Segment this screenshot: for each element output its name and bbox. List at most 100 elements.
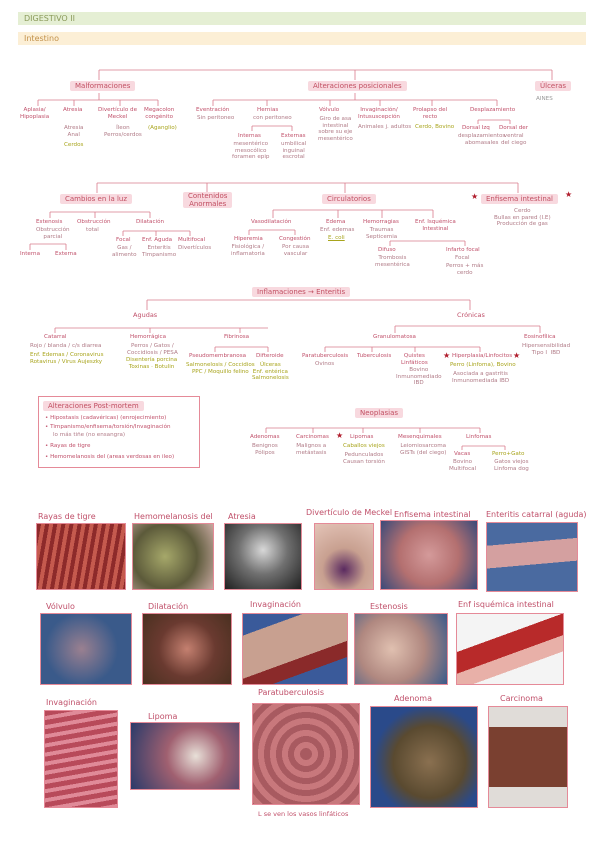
meckel-detail: Íleon Perros/cerdos bbox=[104, 125, 142, 138]
hemorragica-label: Hemorrágica bbox=[130, 334, 166, 341]
lipomas-label: Lipomas bbox=[350, 434, 373, 441]
eosinofilica-detail: Hipersensibilidad Tipo I IBD bbox=[522, 343, 570, 356]
photo-caption: Enteritis catarral (aguda) bbox=[486, 510, 586, 519]
photo-paratuberculosis bbox=[252, 703, 360, 805]
postmortem-item: • Hemomelanosis del (areas verdosas en i… bbox=[45, 454, 174, 461]
photo-dilatacion bbox=[142, 613, 232, 685]
infarto-detail: Focal bbox=[455, 255, 470, 262]
pseudomembranosa-label: Pseudomembranosa bbox=[189, 353, 246, 360]
enfisema-detail: Cerdo Bullas en pared (I.E) Producción d… bbox=[494, 208, 551, 228]
hiperemia-label: Hiperemia bbox=[234, 236, 263, 243]
star-icon: ★ bbox=[565, 190, 572, 199]
quistes-detail: Bovino Inmunomediado IBD bbox=[396, 367, 442, 387]
prolapso-label: Prolapso del recto bbox=[413, 107, 447, 120]
ulceras-cause: AINES bbox=[536, 96, 553, 103]
dilatacion-aguda: Enf. Aguda bbox=[142, 237, 172, 244]
category-enfisema: Enfisema intestinal bbox=[481, 194, 558, 204]
star-icon: ★ bbox=[471, 192, 478, 201]
meckel-label: Divertículo de Meckel bbox=[98, 107, 137, 120]
carcinomas-label: Carcinomas bbox=[296, 434, 329, 441]
photo-hemomelanosis bbox=[132, 523, 214, 590]
volvulo-detail: Giro de asa intestinal sobre su eje mese… bbox=[318, 116, 353, 142]
hiperplasia-species: Perro (Linfoma), Bovino bbox=[450, 362, 516, 369]
hiperemia-detail: Fisiológica / inflamatoria bbox=[231, 244, 265, 257]
infarto-species: Perros + más cerdo bbox=[446, 263, 483, 276]
carcinomas-detail: Malignos a metástasis bbox=[296, 443, 326, 456]
star-icon: ★ bbox=[513, 351, 520, 360]
estenosis-interna: Interna bbox=[20, 251, 40, 258]
photo-caption: Lipoma bbox=[148, 712, 177, 721]
dorsal-der-detail: ventral del ciego bbox=[501, 133, 526, 146]
lipomas-species: Caballos viejos bbox=[343, 443, 385, 450]
megacolon-label: Megacolon congénito bbox=[144, 107, 174, 120]
pseudomembranosa-causes: Salmonelosis / Coccidios PPC / Moquillo … bbox=[186, 362, 255, 375]
photo-volvulo bbox=[40, 613, 132, 685]
dilatacion-multifocal: Multifocal bbox=[178, 237, 205, 244]
mesenquimales-label: Mesenquimales bbox=[398, 434, 442, 441]
eosinofilica-label: Eosinofílica bbox=[524, 334, 556, 341]
intususcepcion-detail: Animales j. adultos bbox=[358, 124, 411, 131]
aguda-detail: Enteritis Timpanismo bbox=[142, 245, 176, 258]
hemorragias-detail: Traumas Septicemia bbox=[366, 227, 397, 240]
photo-caption: Invaginación bbox=[46, 698, 97, 707]
photo-caption: Enf isquémica intestinal bbox=[458, 600, 554, 609]
lipomas-detail: Pedunculados Causan torsión bbox=[343, 452, 385, 465]
postmortem-item: • Timpanismo/enfisema/torsión/Invaginaci… bbox=[45, 424, 171, 431]
hiperplasia-detail: Asociada a gastritis Inmunomediada IBD bbox=[452, 371, 509, 384]
star-icon: ★ bbox=[336, 431, 343, 440]
photo-enf-isquemica bbox=[456, 613, 564, 685]
eventracion-detail: Sin peritoneo bbox=[197, 115, 234, 122]
photo-caption: Rayas de tigre bbox=[38, 512, 96, 521]
catarral-causes: Enf. Edemas / Coronavirus Rotavirus / Vi… bbox=[30, 352, 103, 365]
hemorragica-detail: Perros / Gatos / Coccidiosis / PESA bbox=[127, 343, 178, 356]
catarral-detail: Rojo / blanda / c/s diarrea bbox=[30, 343, 101, 350]
photo-caption: Estenosis bbox=[370, 602, 408, 611]
difteroide-label: Difteroide bbox=[256, 353, 284, 360]
paratuberculosis-note: L se ven los vasos linfáticos bbox=[258, 810, 348, 818]
photo-carcinoma bbox=[488, 706, 568, 808]
photo-atresia bbox=[224, 523, 302, 590]
postmortem-item: • Rayas de tigre bbox=[45, 443, 90, 450]
photo-caption: Enfisema intestinal bbox=[394, 510, 471, 519]
category-inflamaciones: Inflamaciones → Enteritis bbox=[252, 287, 350, 297]
congestion-detail: Por causa vascular bbox=[282, 244, 309, 257]
hernias-internas: Internas bbox=[238, 133, 261, 140]
linfoma-vacas: Vacas bbox=[454, 451, 470, 458]
photo-adenoma bbox=[370, 706, 478, 808]
hernias-detail: con peritoneo bbox=[253, 115, 292, 122]
category-alteraciones-posicionales: Alteraciones posicionales bbox=[308, 81, 407, 91]
linfomas-label: Linfomas bbox=[466, 434, 491, 441]
granulomatosa-label: Granulomatosa bbox=[373, 334, 416, 341]
category-cambios-luz: Cambios en la luz bbox=[60, 194, 132, 204]
isquemia-infarto: Infarto focal bbox=[446, 247, 480, 254]
hemorragica-causes: Disentería porcina Toxinas · Botulin bbox=[126, 357, 177, 370]
quistes-linfaticos-label: Quistes Linfáticos bbox=[401, 353, 428, 366]
photo-meckel bbox=[314, 523, 374, 590]
desplaz-dorsal-izq: Dorsal Izq bbox=[462, 125, 490, 132]
hemorragias-label: Hemorragias bbox=[363, 219, 399, 226]
photo-caption: Atresia bbox=[228, 512, 256, 521]
photo-caption: Invaginación bbox=[250, 600, 301, 609]
multifocal-detail: Divertículos bbox=[178, 245, 211, 252]
paratuberculosis-species: Ovinos bbox=[315, 361, 334, 368]
eventracion-label: Eventración bbox=[196, 107, 229, 114]
linfoma-perro-gato: Perro+Gato bbox=[492, 451, 524, 458]
estenosis-detail: Obstrucción parcial bbox=[36, 227, 70, 240]
postmortem-item: • Hipostasis (cadavéricas) (enrojecimien… bbox=[45, 415, 166, 422]
photo-caption: Vólvulo bbox=[46, 602, 75, 611]
adenomas-label: Adenomas bbox=[250, 434, 279, 441]
congestion-label: Congestión bbox=[279, 236, 311, 243]
internas-detail: mesentérico mesocólico foramen epip bbox=[232, 141, 269, 161]
vasodilatacion-label: Vasodilatación bbox=[251, 219, 291, 226]
photo-caption: Adenoma bbox=[394, 694, 432, 703]
hernias-externas: Externas bbox=[281, 133, 306, 140]
obstruccion-label: Obstrucción bbox=[77, 219, 111, 226]
prolapso-species: Cerdo, Bovino bbox=[415, 124, 454, 131]
postmortem-note: lo más tiñe (no ensangra) bbox=[53, 432, 125, 439]
photo-caption: Hemomelanosis del bbox=[134, 512, 213, 521]
adenomas-detail: Benignos Pólipos bbox=[252, 443, 278, 456]
perrogato-detail: Gatos viejos Linfoma dog bbox=[494, 459, 529, 472]
volvulo-label: Vólvulo bbox=[319, 107, 339, 114]
aplasia-label: Aplasia/ Hipoplasia bbox=[20, 107, 49, 120]
category-malformaciones: Malformaciones bbox=[70, 81, 135, 91]
